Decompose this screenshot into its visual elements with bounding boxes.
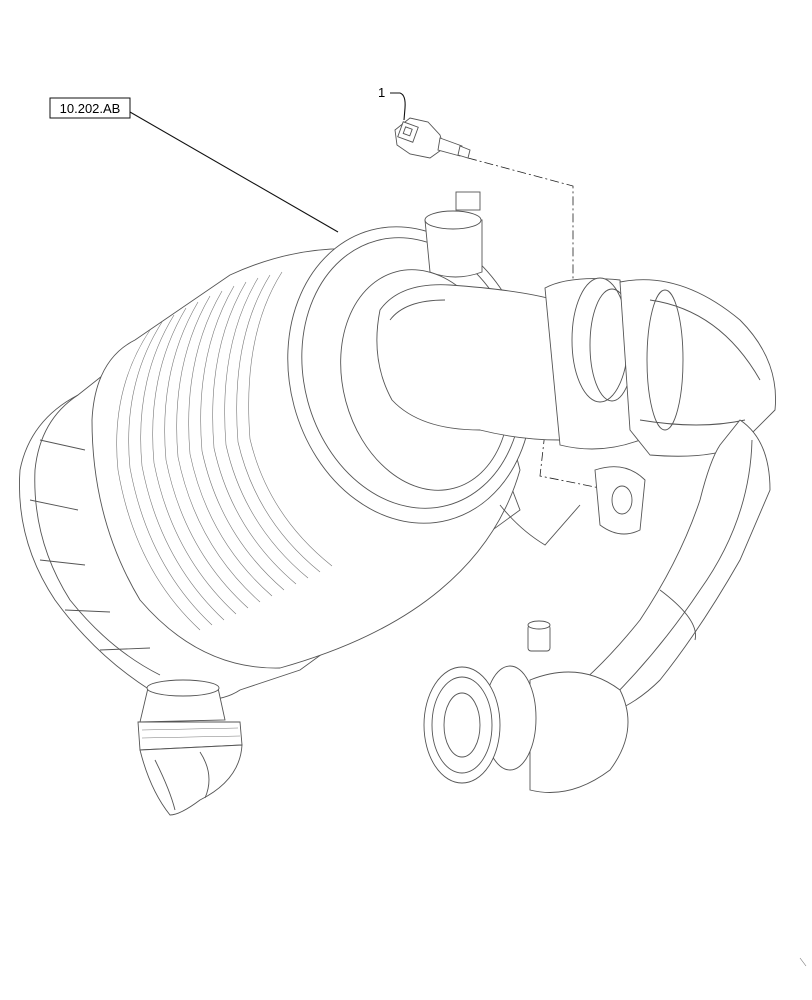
reference-leader-line <box>129 111 339 233</box>
corner-mark <box>799 957 807 967</box>
reference-label-text: 10.202.AB <box>60 101 121 116</box>
air-filter-housing-icon <box>19 191 581 701</box>
dust-valve-icon <box>137 679 243 816</box>
callout-number[interactable]: 1 <box>378 85 385 100</box>
intake-hose-icon <box>423 277 776 793</box>
callout-leader-line <box>390 92 406 121</box>
sensor-icon[interactable] <box>394 117 471 159</box>
reference-label[interactable]: 10.202.AB <box>49 97 131 119</box>
